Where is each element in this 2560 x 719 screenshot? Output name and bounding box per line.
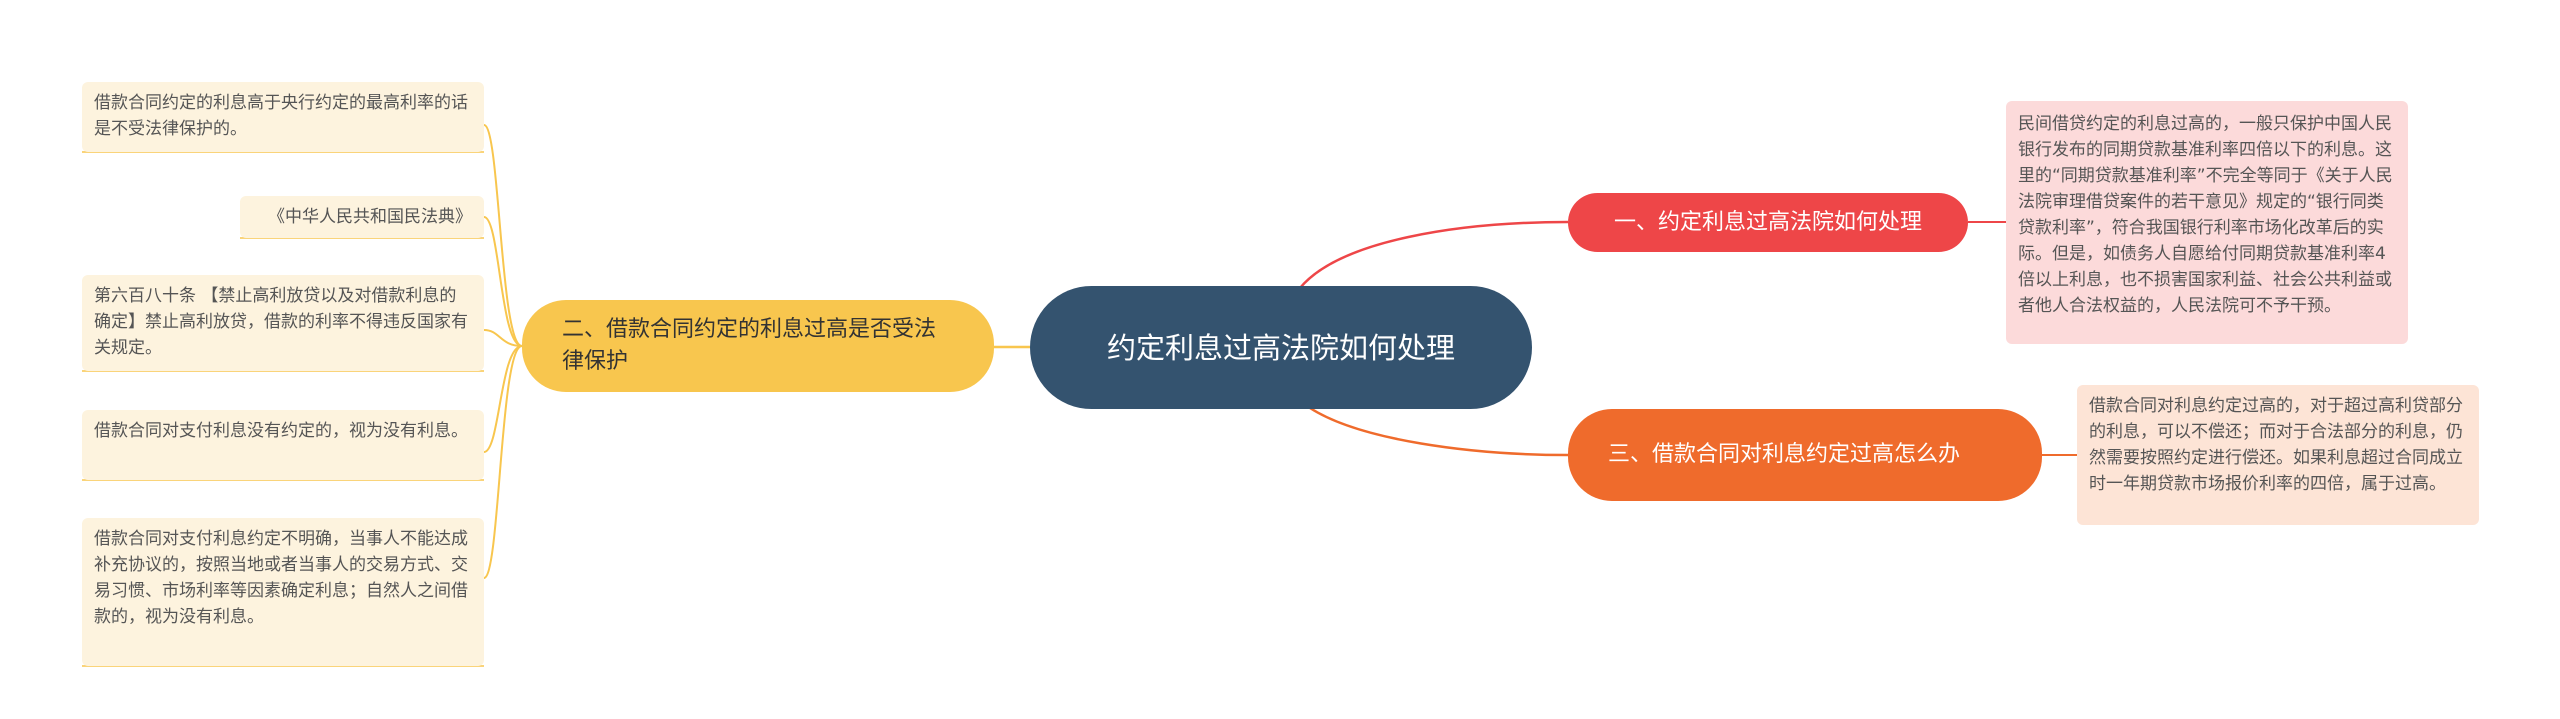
connector-branch2-leaf2 — [483, 216, 523, 347]
branch2-leaf-3[interactable]: 第六百八十条 【禁止高利放贷以及对借款利息的确定】禁止高利放贷，借款的利率不得违… — [82, 275, 484, 371]
branch2-leaf-4[interactable]: 借款合同对支付利息没有约定的，视为没有利息。 — [82, 410, 484, 480]
branch3-leaf-1[interactable]: 借款合同对利息约定过高的，对于超过高利贷部分的利息，可以不偿还；而对于合法部分的… — [2077, 385, 2479, 525]
branch-node-2[interactable]: 二、借款合同约定的利息过高是否受法律保护 — [522, 300, 994, 392]
branch2-leaf-2[interactable]: 《中华人民共和国民法典》 — [240, 196, 484, 238]
connector-branch2-leaf1 — [483, 124, 523, 347]
central-topic[interactable]: 约定利息过高法院如何处理 — [1030, 286, 1532, 409]
branch-node-3-label: 三、借款合同对利息约定过高怎么办 — [1608, 442, 1961, 467]
branch-node-3[interactable]: 三、借款合同对利息约定过高怎么办 — [1568, 409, 2042, 501]
branch-node-2-label: 二、借款合同约定的利息过高是否受法律保护 — [562, 317, 937, 374]
connector-center-branch1 — [1299, 220, 1569, 289]
branch2-leaf-1[interactable]: 借款合同约定的利息高于央行约定的最高利率的话是不受法律保护的。 — [82, 82, 484, 152]
branch2-leaf-5[interactable]: 借款合同对支付利息约定不明确，当事人不能达成补充协议的，按照当地或者当事人的交易… — [82, 518, 484, 666]
central-topic-label: 约定利息过高法院如何处理 — [1106, 330, 1455, 365]
branch1-leaf-1[interactable]: 民间借贷约定的利息过高的，一般只保护中国人民银行发布的同期贷款基准利率四倍以下的… — [2006, 101, 2408, 344]
connector-branch2-leaf4 — [483, 345, 523, 453]
connector-branch2-leaf5 — [483, 345, 523, 579]
connector-branch2-leaf3 — [483, 329, 523, 347]
branch-node-1-label: 一、约定利息过高法院如何处理 — [1613, 209, 1922, 235]
connector-center-branch3 — [1309, 406, 1569, 457]
branch-node-1[interactable]: 一、约定利息过高法院如何处理 — [1568, 193, 1968, 252]
